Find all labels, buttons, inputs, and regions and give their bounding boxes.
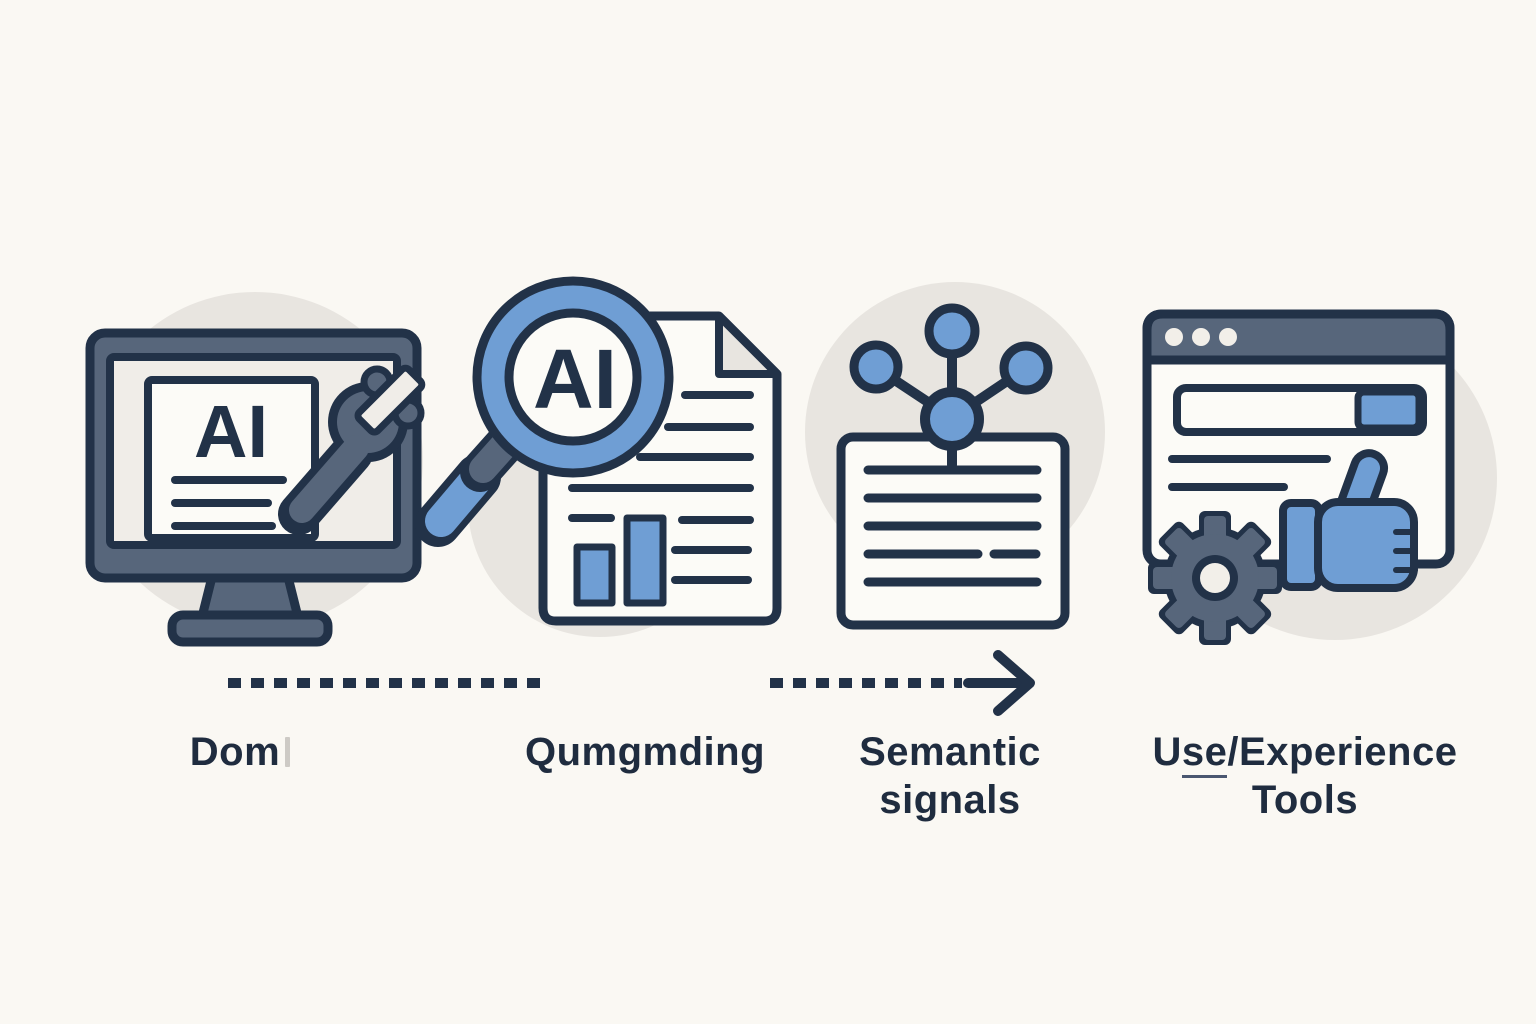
ai-text: AI	[194, 390, 268, 473]
magnifier-lens-icon: AI	[472, 276, 674, 478]
step2-graphic: AI	[415, 276, 782, 637]
step2-label: Qumgmding	[470, 728, 820, 776]
step4-graphic	[1142, 309, 1497, 645]
step4-label-line1-rest: /Experience	[1227, 730, 1458, 774]
step3-graphic	[805, 282, 1105, 630]
step2-label-text: Qumgmding	[524, 730, 766, 774]
dotted-arrow-connector	[770, 650, 1035, 716]
thumb-palm	[1314, 498, 1418, 592]
step3-label-line2: signals	[879, 778, 1021, 822]
browser-header	[1142, 309, 1455, 365]
faded-cursor-artifact	[285, 737, 291, 767]
magnifier-handle	[415, 424, 525, 547]
monitor-icon: AI	[85, 328, 426, 647]
search-bar-fill	[1354, 388, 1423, 432]
monitor-stand-base	[167, 610, 333, 647]
central-node	[920, 387, 984, 451]
ai-text: AI	[533, 332, 617, 426]
network-nodes-icon	[849, 303, 1053, 451]
browser-dot	[1219, 328, 1237, 346]
step3-label-line1: Semantic	[859, 730, 1041, 774]
browser-dot	[1192, 328, 1210, 346]
step4-label-line2: Tools	[1251, 778, 1359, 822]
left-node	[849, 340, 903, 394]
gear-icon	[1148, 511, 1282, 645]
thumbs-up-icon	[1279, 449, 1418, 592]
thumb-cuff	[1279, 499, 1323, 591]
ai-document-on-screen: AI	[144, 376, 319, 542]
folded-corner	[715, 312, 781, 378]
step4-label-line1: U	[1152, 730, 1182, 774]
step4-label-underlined: se	[1181, 730, 1228, 778]
step4-label: Use/Experience Tools	[1145, 728, 1465, 824]
bar-chart	[573, 514, 667, 607]
step3-label: Semantic signals	[795, 728, 1105, 824]
wrench-icon	[278, 364, 426, 535]
step1-label-text: Dom	[189, 730, 281, 774]
right-node	[999, 341, 1053, 395]
step1-label: Dom	[90, 728, 390, 776]
arrow-head	[993, 650, 1035, 716]
text-card-icon	[836, 425, 1070, 630]
step1-graphic: AI	[85, 292, 426, 647]
top-node	[924, 303, 980, 359]
browser-dot	[1165, 328, 1183, 346]
